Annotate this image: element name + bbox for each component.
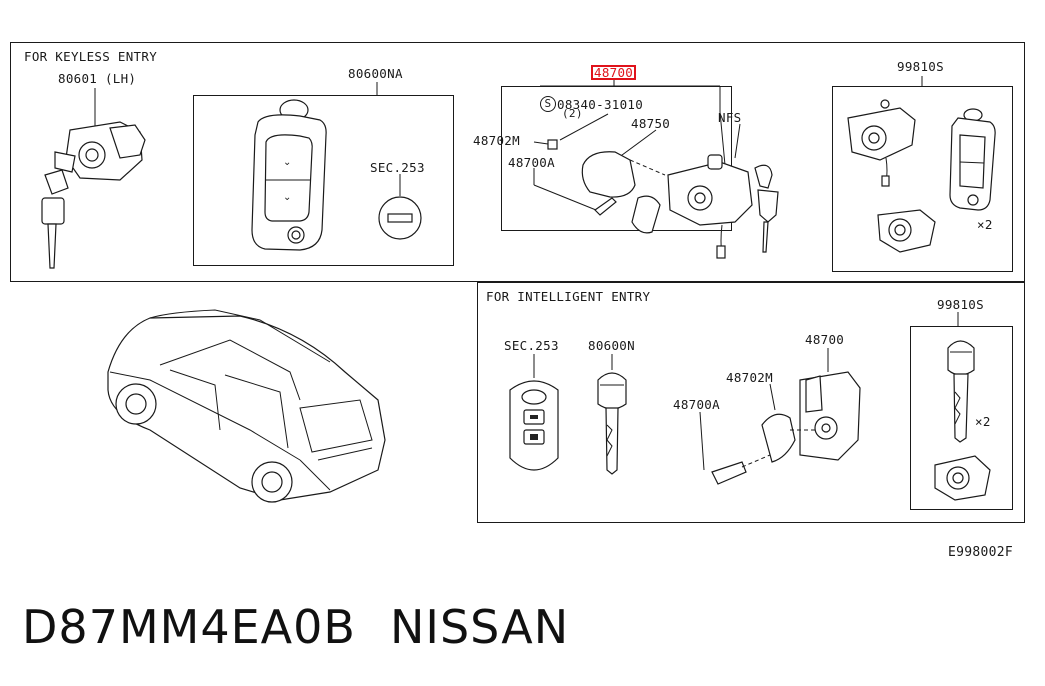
svg-text:⌄: ⌄: [283, 192, 291, 203]
vehicle-drawing: [107, 309, 386, 503]
battery-drawing: [378, 174, 422, 240]
quantity-label-b: ×2: [975, 414, 991, 429]
lock-set-frame-b: [910, 326, 1013, 510]
lock-set-drawing-a: [847, 76, 996, 253]
door-lock-cylinder-drawing: [41, 88, 146, 269]
remote-key-frame: [193, 95, 454, 266]
diagram-reference-code: E998002F: [948, 545, 1014, 560]
lock-set-drawing-b: [934, 312, 991, 501]
part-label-sec253-a: SEC.253: [370, 160, 425, 175]
part-label-48702m-b: 48702M: [726, 370, 773, 385]
part-label-80600n: 80600N: [588, 338, 635, 353]
push-switch-assembly-drawing: [699, 348, 861, 485]
part-label-08340: 08340-31010: [557, 97, 644, 112]
emergency-key-drawing: [597, 354, 627, 475]
part-label-80601: 80601 (LH): [58, 71, 137, 86]
part-label-sec253-b: SEC.253: [504, 338, 559, 353]
part-label-99810s-b: 99810S: [937, 297, 984, 312]
part-label-48750: 48750: [631, 116, 671, 131]
folding-remote-key-drawing: ⌄ ⌄: [251, 82, 378, 251]
part-label-80600na: 80600NA: [348, 66, 403, 81]
part-label-99810s-a: 99810S: [897, 59, 944, 74]
part-label-nfs: NFS: [718, 110, 742, 125]
circled-s-symbol: S: [540, 96, 556, 112]
quantity-label-a: ×2: [977, 217, 993, 232]
part-label-48702m-a: 48702M: [473, 133, 520, 148]
part-label-48700a-a: 48700A: [508, 155, 555, 170]
svg-text:⌄: ⌄: [283, 157, 291, 168]
keyless-entry-frame: [10, 42, 1025, 282]
section-title-intelligent: FOR INTELLIGENT ENTRY: [486, 289, 651, 304]
brand-title: NISSAN: [390, 600, 570, 654]
part-label-48700: 48700: [805, 332, 845, 347]
part-label-48700-highlight[interactable]: 48700: [591, 65, 637, 80]
lock-set-frame-a: [832, 86, 1013, 272]
intelligent-key-drawing: [509, 354, 559, 471]
part-label-48700a-b: 48700A: [673, 397, 720, 412]
section-title-keyless: FOR KEYLESS ENTRY: [24, 49, 158, 64]
intelligent-entry-frame: [477, 282, 1025, 523]
part-number-title: D87MM4EA0B: [22, 600, 356, 654]
ignition-switch-drawing: [533, 78, 779, 259]
part-label-08340-qty: (2): [562, 107, 583, 120]
